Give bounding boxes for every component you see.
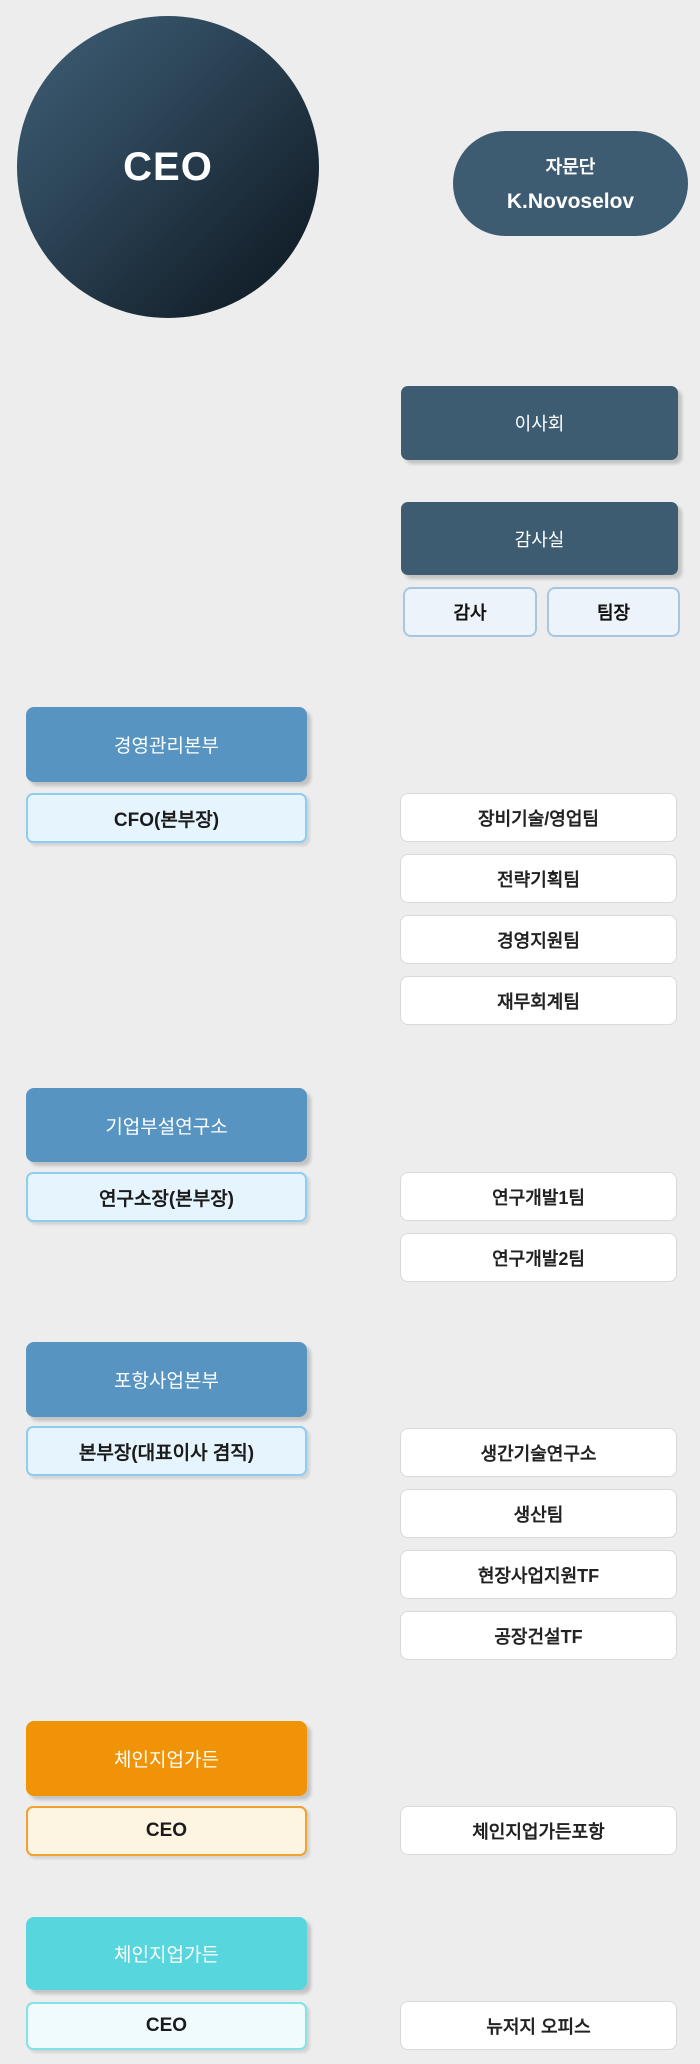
- team-box: 연구개발2팀: [400, 1233, 677, 1282]
- team-box: 생간기술연구소: [400, 1428, 677, 1477]
- dept-header-box-changeup-garden-us: 체인지업가든: [26, 1917, 307, 1990]
- advisory-name: K.Novoselov: [506, 190, 635, 213]
- dept-header-box-pohang: 포항사업본부: [26, 1342, 307, 1417]
- dept-head-box-pohang: 본부장(대표이사 겸직): [26, 1426, 307, 1476]
- dept-header-box-management: 경영관리본부: [26, 707, 307, 782]
- audit-dept-box: 감사실: [401, 502, 678, 575]
- team-box: 현장사업지원TF: [400, 1550, 677, 1599]
- team-box: 장비기술/영업팀: [400, 793, 677, 842]
- dept-head-box-management: CFO(본부장): [26, 793, 307, 843]
- ceo-label: CEO: [123, 144, 213, 189]
- team-box: 체인지업가든포항: [400, 1806, 677, 1855]
- dept-header-box-research: 기업부설연구소: [26, 1088, 307, 1162]
- advisory-pill: 자문단 K.Novoselov: [453, 131, 688, 236]
- dept-head-box-changeup-garden-us: CEO: [26, 2002, 307, 2050]
- audit-member-teamlead-box: 팀장: [547, 587, 680, 637]
- team-box: 연구개발1팀: [400, 1172, 677, 1221]
- dept-head-box-changeup-garden: CEO: [26, 1806, 307, 1856]
- team-box: 뉴저지 오피스: [400, 2001, 677, 2050]
- ceo-circle: CEO: [17, 16, 319, 318]
- advisory-title: 자문단: [545, 157, 596, 177]
- team-box: 공장건설TF: [400, 1611, 677, 1660]
- team-box: 경영지원팀: [400, 915, 677, 964]
- team-box: 재무회계팀: [400, 976, 677, 1025]
- team-box: 전략기획팀: [400, 854, 677, 903]
- dept-header-box-changeup-garden: 체인지업가든: [26, 1721, 307, 1796]
- dept-head-box-research: 연구소장(본부장): [26, 1172, 307, 1222]
- board-box: 이사회: [401, 386, 678, 460]
- team-box: 생산팀: [400, 1489, 677, 1538]
- audit-member-auditor-box: 감사: [403, 587, 537, 637]
